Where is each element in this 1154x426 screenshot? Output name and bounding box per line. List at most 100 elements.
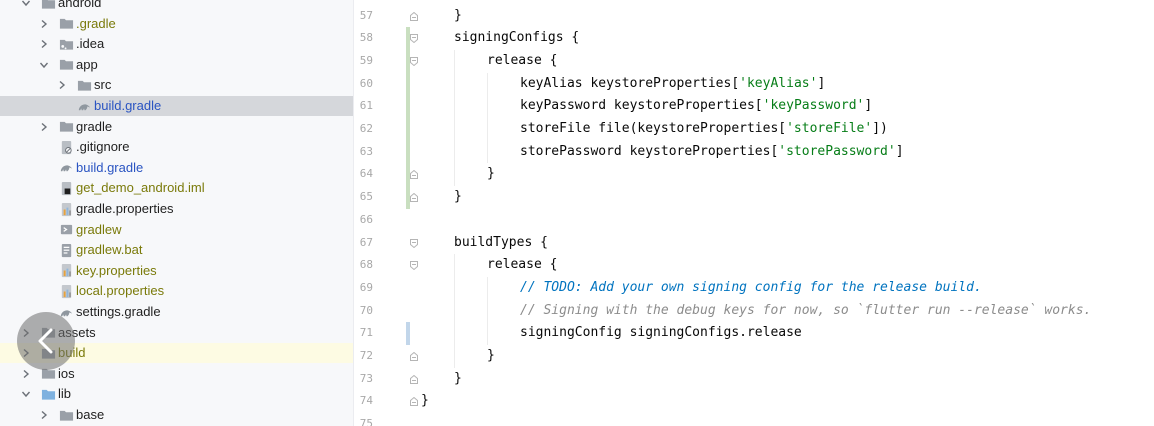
chevron-down-icon[interactable] xyxy=(20,0,32,13)
string-literal: 'storeFile' xyxy=(786,121,873,136)
tree-item-settings-gradle[interactable]: settings.gradle xyxy=(0,302,353,322)
properties-file-icon xyxy=(58,201,74,217)
code-line[interactable]: } xyxy=(421,390,429,413)
code-line[interactable]: release { xyxy=(487,50,557,73)
fold-end-icon[interactable] xyxy=(410,397,418,407)
source-folder-icon xyxy=(40,386,56,402)
tree-item-android[interactable]: android xyxy=(0,0,353,13)
indent-guide xyxy=(454,254,455,368)
comment: // TODO: Add your own signing config for… xyxy=(520,279,982,295)
string-literal: 'storePassword' xyxy=(778,143,896,159)
code-token: ]) xyxy=(872,121,888,136)
indent-guide xyxy=(487,72,488,164)
tree-item-build-gradle[interactable]: build.gradle xyxy=(0,96,353,116)
tree-item-label: gradlew.bat xyxy=(76,242,143,258)
tree-item-gradle-properties[interactable]: gradle.properties xyxy=(0,199,353,219)
chevron-right-icon[interactable] xyxy=(38,14,50,34)
tree-item-app[interactable]: app xyxy=(0,55,353,75)
tree-item-get-demo-android-iml[interactable]: get_demo_android.iml xyxy=(0,178,353,198)
chevron-right-icon[interactable] xyxy=(56,75,68,95)
fold-open-icon[interactable] xyxy=(410,34,418,44)
fold-open-icon[interactable] xyxy=(410,261,418,271)
code-token: buildTypes { xyxy=(454,234,548,250)
code-token: ] xyxy=(864,98,873,114)
code-token: ] xyxy=(817,75,826,91)
line-number: 68 xyxy=(359,258,373,272)
fold-open-icon[interactable] xyxy=(410,238,418,248)
code-line[interactable]: signingConfigs { xyxy=(454,27,579,50)
code-line[interactable]: } xyxy=(487,345,495,368)
tree-item-label: android xyxy=(58,0,102,10)
code-token: keyAlias keystoreProperties[ xyxy=(520,75,740,91)
chevron-right-icon[interactable] xyxy=(38,117,50,137)
line-number: 74 xyxy=(359,394,373,408)
fold-end-icon[interactable] xyxy=(410,374,418,384)
tree-item-label: src xyxy=(94,77,112,93)
fold-end-icon[interactable] xyxy=(410,11,418,21)
code-line[interactable]: } xyxy=(454,5,462,28)
chevron-down-icon[interactable] xyxy=(20,384,32,404)
code-line[interactable]: keyAlias keystoreProperties['keyAlias'] xyxy=(520,73,825,96)
tree-item-gitignore[interactable]: .gitignore xyxy=(0,137,353,157)
line-number: 66 xyxy=(359,212,373,226)
tree-item-gradlew-bat[interactable]: gradlew.bat xyxy=(0,240,353,260)
code-token: } xyxy=(454,370,462,386)
added-lines-marker[interactable] xyxy=(406,27,410,209)
code-token: } xyxy=(421,393,429,409)
tree-item-label: ios xyxy=(58,365,75,381)
chevron-right-icon[interactable] xyxy=(38,34,50,54)
code-line[interactable]: storePassword keystoreProperties['storeP… xyxy=(520,141,904,164)
tree-item-gradle[interactable]: gradle xyxy=(0,117,353,137)
folder-icon xyxy=(76,77,92,93)
tree-item-label: gradle xyxy=(76,118,113,134)
folder-icon xyxy=(58,57,74,73)
line-number: 58 xyxy=(359,31,373,45)
fold-end-icon[interactable] xyxy=(410,170,418,180)
fold-end-icon[interactable] xyxy=(410,352,418,361)
code-line[interactable]: // TODO: Add your own signing config for… xyxy=(520,277,982,300)
tree-item-label: app xyxy=(76,56,98,72)
tree-item-lib[interactable]: lib xyxy=(0,384,353,404)
code-line[interactable]: } xyxy=(487,163,495,186)
tree-item-gradle[interactable]: .gradle xyxy=(0,14,353,34)
code-editor[interactable]: }signingConfigs {release {keyAlias keyst… xyxy=(421,0,1154,426)
code-line[interactable]: } xyxy=(454,186,462,209)
indent-guide xyxy=(487,276,488,345)
line-number: 59 xyxy=(359,53,373,67)
tree-item-label: local.properties xyxy=(76,283,165,299)
back-button[interactable] xyxy=(17,312,75,370)
code-line[interactable]: keyPassword keystoreProperties['keyPassw… xyxy=(520,95,872,118)
line-number: 62 xyxy=(359,122,373,135)
chevron-down-icon[interactable] xyxy=(38,55,50,75)
tree-item-gradlew[interactable]: gradlew xyxy=(0,220,353,240)
modified-line-marker[interactable] xyxy=(406,322,410,345)
gitignore-icon xyxy=(58,139,74,155)
code-line[interactable]: } xyxy=(454,368,462,391)
line-number: 60 xyxy=(359,76,373,90)
code-token: } xyxy=(454,7,462,23)
fold-open-icon[interactable] xyxy=(410,56,418,66)
folder-icon xyxy=(40,366,56,382)
code-line[interactable]: release { xyxy=(487,254,557,277)
tree-item-src[interactable]: src xyxy=(0,75,353,95)
tree-item-build-gradle[interactable]: build.gradle xyxy=(0,158,353,178)
chevron-left-icon xyxy=(38,328,53,354)
line-number: 63 xyxy=(359,144,373,158)
code-line[interactable]: buildTypes { xyxy=(454,232,548,255)
tree-item-local-properties[interactable]: local.properties xyxy=(0,281,353,301)
idea-folder-icon xyxy=(58,36,74,52)
code-line[interactable]: storeFile file(keystoreProperties['store… xyxy=(520,118,888,141)
code-line[interactable]: // Signing with the debug keys for now, … xyxy=(520,300,1091,323)
line-number: 72 xyxy=(359,349,373,362)
code-token: } xyxy=(454,189,462,205)
chevron-right-icon[interactable] xyxy=(38,405,50,425)
code-line[interactable]: signingConfig signingConfigs.release xyxy=(520,322,802,345)
fold-end-icon[interactable] xyxy=(410,193,418,203)
tree-item-base[interactable]: base xyxy=(0,405,353,425)
tree-item-key-properties[interactable]: key.properties xyxy=(0,261,353,281)
chevron-right-icon[interactable] xyxy=(20,364,32,384)
tree-item-idea[interactable]: .idea xyxy=(0,34,353,54)
tree-item-ios[interactable]: ios xyxy=(0,364,353,384)
line-number: 64 xyxy=(359,167,373,181)
